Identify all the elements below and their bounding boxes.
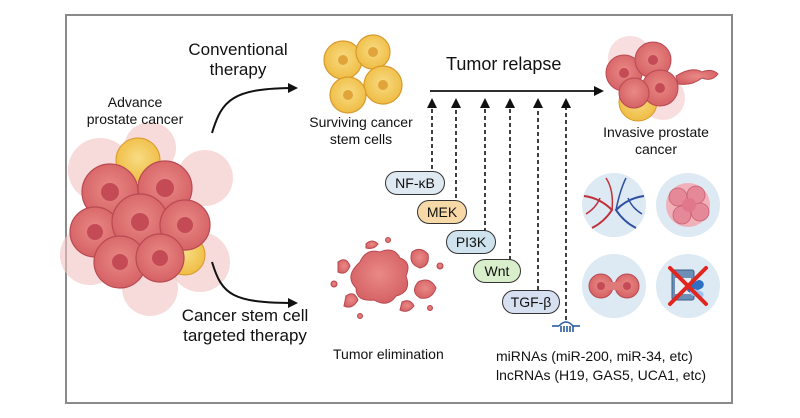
- invasive-prostate-cancer-label: Invasive prostate cancer: [603, 124, 709, 157]
- pathway-nfkb: NF-κB: [385, 171, 445, 195]
- surviving-stem-cells-label: Surviving cancer stem cells: [309, 114, 413, 147]
- angiogenesis-circle: [582, 173, 646, 237]
- tumor-spheroid-circle: [656, 173, 720, 237]
- advance-prostate-cancer-label: Advance prostate cancer: [86, 94, 184, 127]
- pathway-wnt: Wnt: [473, 259, 521, 283]
- cell-division-circle: [582, 254, 646, 318]
- advance-tumor-illustration: [60, 122, 233, 316]
- lncrnas-label: lncRNAs (H19, GAS5, UCA1, etc): [496, 367, 707, 383]
- tumor-elimination-illustration: [330, 237, 444, 319]
- dashed-arrows: [427, 98, 571, 320]
- tumor-elimination-label: Tumor elimination: [333, 346, 444, 362]
- pathway-tgfb: TGF-β: [502, 290, 560, 314]
- mirnas-label: miRNAs (miR-200, miR-34, etc): [496, 348, 693, 364]
- arrow-to-targeted: [211, 261, 298, 308]
- tumor-relapse-label: Tumor relapse: [446, 54, 562, 74]
- drug-resistance-circle: [656, 254, 720, 318]
- rna-hairpin-icon: [552, 321, 580, 332]
- conventional-therapy-label: Conventional therapy: [188, 40, 288, 80]
- arrow-to-conventional: [211, 83, 298, 134]
- pathway-pi3k: PI3K: [446, 230, 496, 254]
- invasive-cancer-illustration: [605, 36, 719, 122]
- targeted-therapy-label: Cancer stem cell targeted therapy: [181, 306, 309, 346]
- pathway-mek: MEK: [417, 200, 467, 224]
- surviving-stem-cells-illustration: [323, 34, 403, 114]
